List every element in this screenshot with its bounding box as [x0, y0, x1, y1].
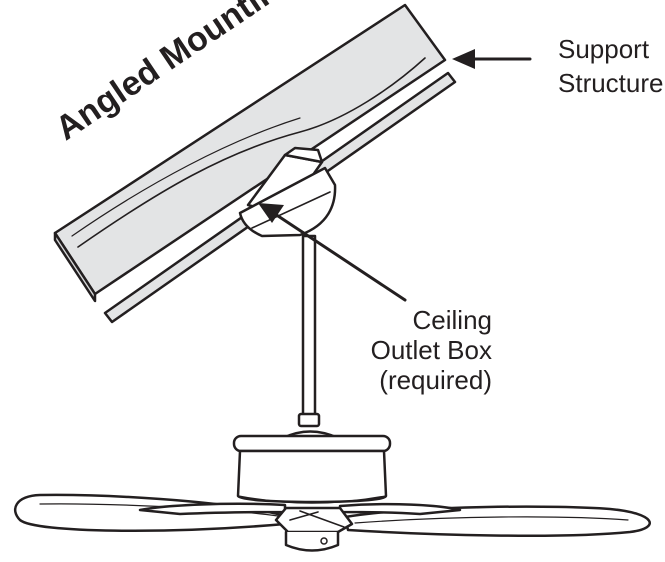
angled-ceiling-panel [53, 3, 447, 303]
support-structure-label: Support Structure [558, 32, 664, 100]
fan-hub [274, 506, 354, 552]
mounting-canopy [238, 166, 337, 238]
fan-motor-housing [232, 430, 392, 504]
outlet-label-line3: (required) [379, 365, 492, 395]
support-structure-label-line2: Structure [558, 68, 664, 98]
outlet-label-line2: Outlet Box [370, 335, 492, 365]
support-structure-arrow [452, 49, 532, 69]
downrod [297, 234, 321, 428]
support-structure-label-line1: Support [558, 34, 650, 64]
outlet-label-line1: Ceiling [412, 305, 493, 335]
fan-blade-back-right [338, 502, 462, 516]
ceiling-outlet-box-label: Ceiling Outlet Box (required) [370, 305, 492, 395]
outlet-box-arrow [258, 203, 407, 302]
fan-blade-back-left [138, 502, 287, 516]
